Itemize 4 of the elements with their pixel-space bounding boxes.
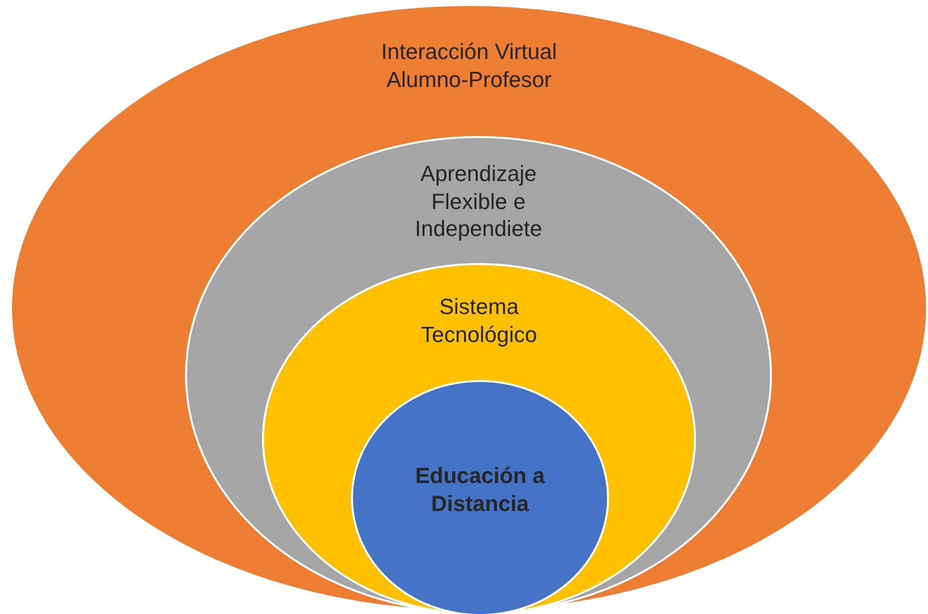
ellipse-label: Educación a Distancia xyxy=(414,462,546,517)
ellipse-label: Interacción Virtual Alumno-Profesor xyxy=(380,38,558,93)
ellipse-label: Sistema Tecnológico xyxy=(420,293,538,348)
ellipse-label: Aprendizaje Flexible e Independiete xyxy=(414,160,544,242)
